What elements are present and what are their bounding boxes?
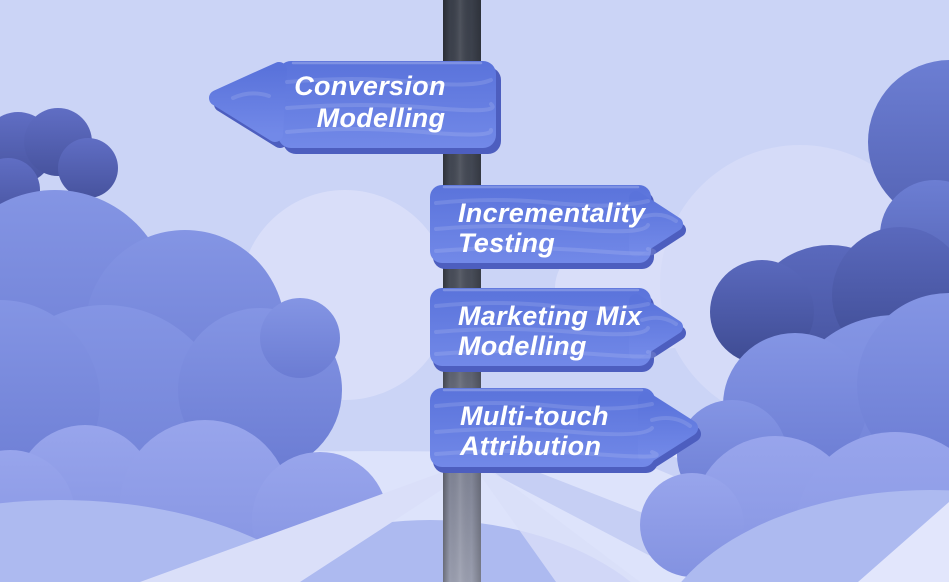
wood-grain (434, 198, 678, 256)
sign-label-line2: Modelling (458, 331, 587, 361)
sign-conversion-modelling: Conversion Modelling (209, 61, 501, 154)
wood-grain (434, 301, 678, 359)
sign-board (430, 185, 683, 263)
sign-label-line1: Conversion (294, 71, 446, 101)
arrowhead-right (629, 191, 683, 257)
ground-light-paths (140, 470, 640, 582)
arrowhead-right (638, 392, 698, 464)
sign-label-line1: Incrementality (458, 198, 647, 228)
corner-light-wedge (858, 502, 949, 582)
sign-marketing-mix-modelling: Marketing Mix Modelling (430, 288, 686, 372)
sign-board (209, 61, 496, 148)
sign-board (430, 288, 683, 366)
sign-incrementality-testing: Incrementality Testing (430, 185, 686, 269)
arrowhead-left (209, 62, 287, 142)
wood-grain (434, 401, 692, 459)
sign-label-line1: Multi-touch (460, 401, 609, 431)
sign-label-line2: Testing (458, 228, 555, 258)
sign-label-line1: Marketing Mix (458, 301, 643, 331)
sign-label-line2: Modelling (317, 103, 446, 133)
arrowhead-right (629, 294, 683, 360)
sign-multi-touch-attribution: Multi-touch Attribution (430, 388, 701, 473)
sign-label-line2: Attribution (459, 431, 601, 461)
wood-grain (231, 77, 495, 137)
sign-board (430, 388, 698, 467)
